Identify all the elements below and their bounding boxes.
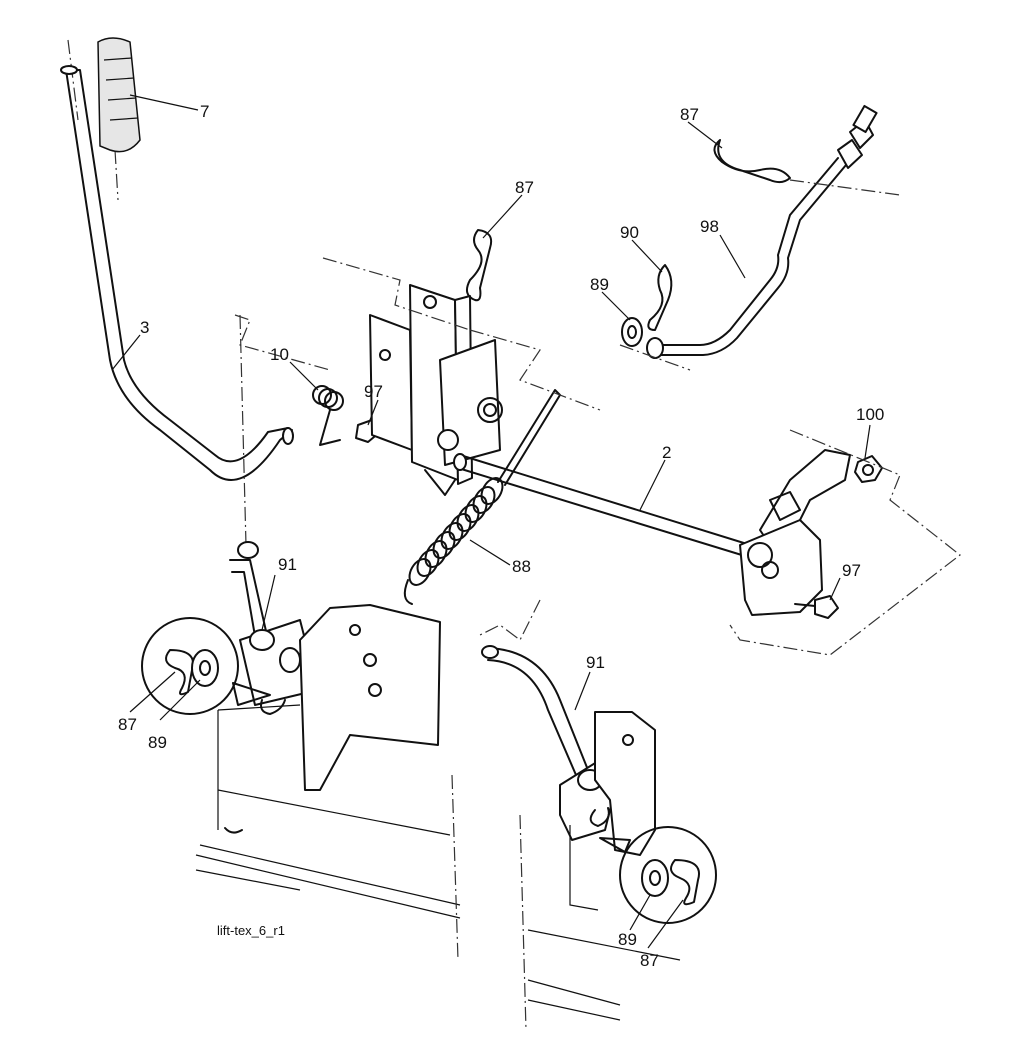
lift-handle-rod bbox=[61, 69, 293, 481]
callout-87-center: 87 bbox=[515, 178, 534, 197]
callout-89-upper: 89 bbox=[590, 275, 609, 294]
left-detail-view bbox=[141, 617, 271, 715]
hairpin-clip-87-top bbox=[713, 139, 791, 184]
callout-90: 90 bbox=[620, 223, 639, 242]
callout-7: 7 bbox=[200, 102, 209, 121]
figure-code: lift-tex_6_r1 bbox=[217, 923, 285, 938]
right-lift-arm bbox=[739, 449, 851, 616]
center-bracket bbox=[369, 284, 503, 496]
callout-91-right: 91 bbox=[586, 653, 605, 672]
callout-98: 98 bbox=[700, 217, 719, 236]
detail-washer bbox=[191, 649, 219, 687]
lift-handle-assembly bbox=[60, 37, 294, 481]
callouts: 7 3 10 97 87 87 90 89 98 2 100 88 97 91 … bbox=[118, 102, 884, 970]
callout-97-upper: 97 bbox=[364, 382, 383, 401]
callout-97-right: 97 bbox=[842, 561, 861, 580]
detail-washer-right bbox=[641, 859, 669, 897]
callout-91-left: 91 bbox=[278, 555, 297, 574]
callout-100: 100 bbox=[856, 405, 884, 424]
deck-rod-assembly bbox=[621, 104, 901, 359]
right-deck-link bbox=[481, 645, 656, 856]
callout-87-left-detail: 87 bbox=[118, 715, 137, 734]
left-deck-link bbox=[229, 541, 441, 791]
lock-nut bbox=[854, 455, 883, 483]
hairpin-clip-90 bbox=[647, 264, 673, 331]
lift-shaft bbox=[453, 453, 761, 561]
callout-10: 10 bbox=[270, 345, 289, 364]
callout-87-right-detail: 87 bbox=[640, 951, 659, 970]
bolt-right bbox=[794, 595, 839, 619]
callout-3: 3 bbox=[140, 318, 149, 337]
detail-hairpin-clip bbox=[165, 649, 194, 696]
torsion-spring bbox=[312, 385, 344, 446]
callout-89-left-detail: 89 bbox=[148, 733, 167, 752]
hairpin-clip-upper bbox=[465, 229, 493, 302]
callout-88: 88 bbox=[512, 557, 531, 576]
left-deck-surface bbox=[195, 704, 461, 961]
extension-spring bbox=[403, 389, 561, 605]
construction-lines bbox=[234, 257, 961, 656]
callout-2: 2 bbox=[662, 443, 671, 462]
handle-grip bbox=[97, 37, 141, 153]
detail-hairpin-clip-right bbox=[670, 859, 700, 906]
right-detail-view bbox=[599, 826, 717, 924]
callout-89-right-detail: 89 bbox=[618, 930, 637, 949]
callout-87-top-right: 87 bbox=[680, 105, 699, 124]
leader-lines bbox=[111, 94, 871, 949]
right-deck-surface bbox=[519, 814, 681, 1031]
